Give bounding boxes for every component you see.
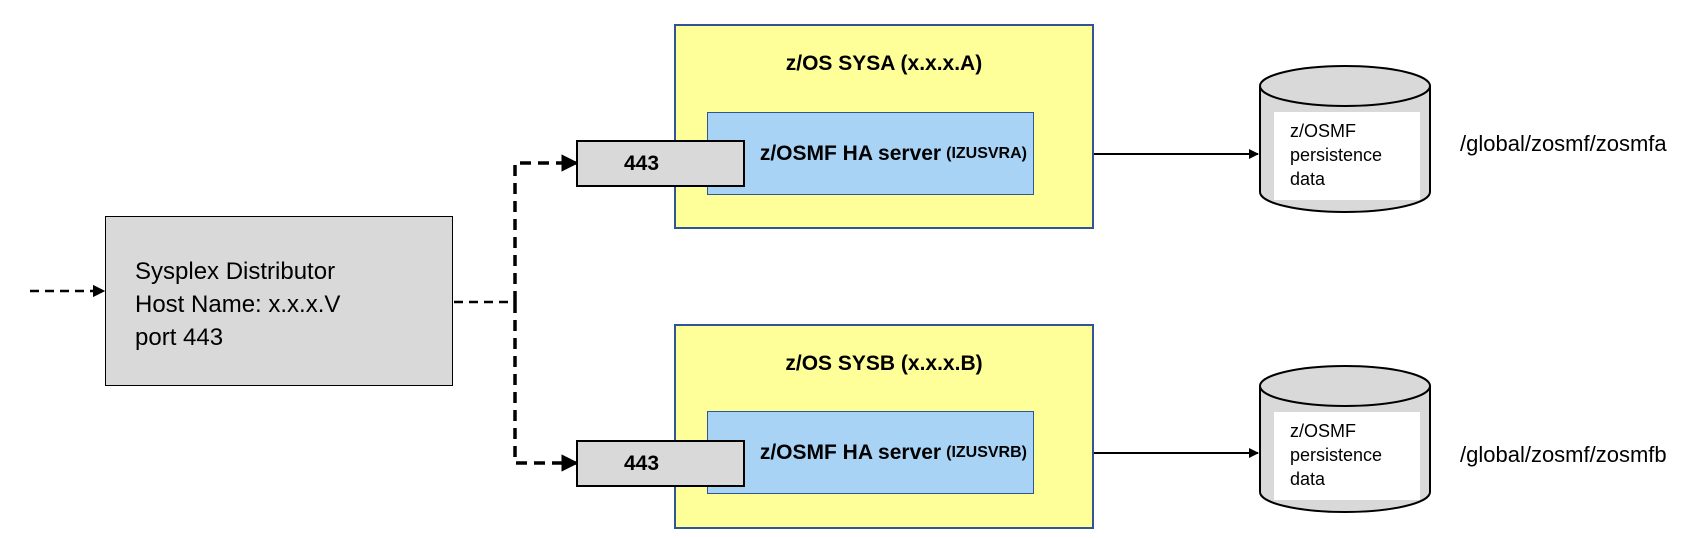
server-sysb-jobname: (IZUSVRB) xyxy=(946,443,1027,461)
database-sysb-icon xyxy=(1259,365,1431,513)
database-sysa-label: z/OSMF persistence data xyxy=(1290,121,1383,189)
system-sysb-title: z/OS SYSB (x.x.x.B) xyxy=(785,352,983,375)
sysplex-distributor-box: Sysplex Distributor Host Name: x.x.x.V p… xyxy=(105,216,453,386)
system-sysa-title: z/OS SYSA (x.x.x.A) xyxy=(785,52,983,75)
path-sysb-label: /global/zosmf/zosmfb xyxy=(1460,442,1667,467)
distributor-name: Sysplex Distributor xyxy=(135,258,336,285)
port-sysb-box: 443 xyxy=(576,440,745,487)
database-sysa-icon xyxy=(1259,65,1431,213)
server-sysb-box: z/OSMF HA server(IZUSVRB) xyxy=(707,411,1034,494)
server-sysa-box: z/OSMF HA server(IZUSVRA) xyxy=(707,112,1034,195)
path-sysa-label: /global/zosmf/zosmfa xyxy=(1460,131,1667,156)
database-sysb-label: z/OSMF persistence data xyxy=(1290,421,1383,489)
port-sysa-label: 443 xyxy=(624,151,660,175)
route-to-sysb xyxy=(513,302,579,472)
port-sysb-label: 443 xyxy=(624,451,660,475)
distributor-hostname: Host Name: x.x.x.V xyxy=(135,291,341,318)
server-sysa-jobname: (IZUSVRA) xyxy=(946,144,1027,162)
route-to-sysa xyxy=(513,154,579,302)
port-sysa-box: 443 xyxy=(576,140,745,187)
server-sysa-label: z/OSMF HA server xyxy=(759,141,942,165)
distributor-port: port 443 xyxy=(135,324,224,351)
server-sysb-label: z/OSMF HA server xyxy=(759,440,942,464)
